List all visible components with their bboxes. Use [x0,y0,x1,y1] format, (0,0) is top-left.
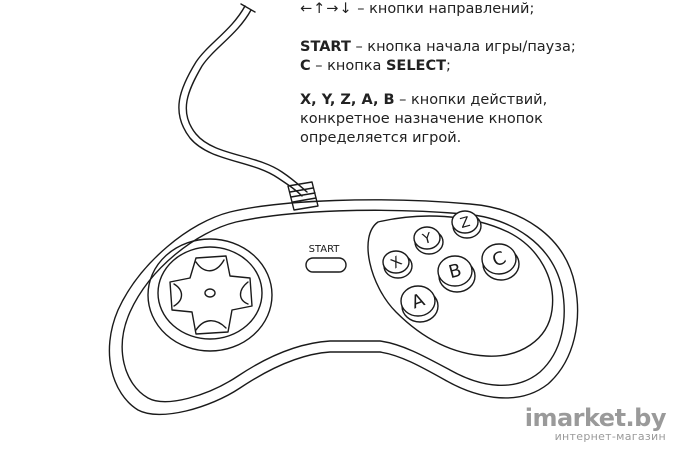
button-b[interactable] [437,255,476,293]
button-a[interactable] [400,285,439,323]
direction-arrows-icon: ←↑→↓ [300,1,353,17]
legend-actions-line3: определяется игрой. [300,130,462,146]
legend-actions-line2: конкретное назначение кнопок [300,111,543,127]
watermark-tagline: интернет-магазин [554,430,666,443]
action-buttons-recess [367,215,554,357]
start-button [305,257,347,273]
controller-cable [178,5,303,197]
watermark-brand: imarket.by [524,404,667,432]
cable-strain-relief [287,181,319,211]
controller-body-inner [121,209,565,403]
button-z-label: Z [459,214,472,232]
button-y-label: Y [420,230,434,248]
watermark-logo: imarket.by интернет-магазин [524,404,667,443]
button-b-label: B [446,260,463,283]
legend-start: START – кнопка начала игры/пауза; [300,39,576,55]
button-x[interactable] [382,250,413,279]
controller-body-outer [108,199,579,416]
start-label: START [309,244,341,255]
dpad-cross [169,255,253,335]
legend-select: C – кнопка SELECT; [300,58,451,74]
legend-actions: X, Y, Z, A, B – кнопки действий, [300,92,548,108]
button-c[interactable] [481,243,520,281]
legend-directions: ←↑→↓ – кнопки направлений; [300,1,535,17]
dpad-recess [147,238,273,352]
button-z[interactable] [451,210,482,239]
button-y[interactable] [413,226,444,255]
